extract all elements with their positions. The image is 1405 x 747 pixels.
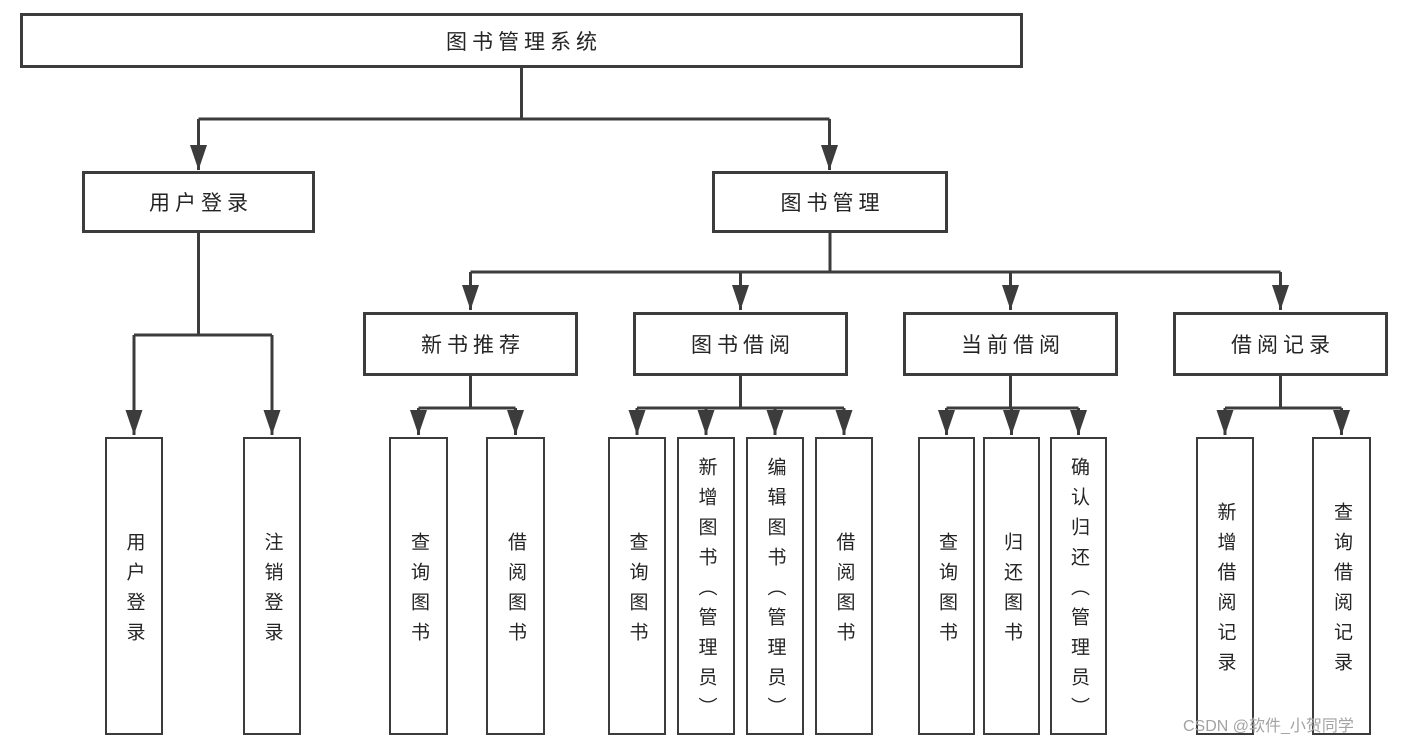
node-label: 查询借阅记录 (1331, 501, 1352, 682)
node-label: 图书管理 (780, 192, 885, 215)
node-label: 查询图书 (626, 531, 648, 652)
node-current-borrowing: 当前借阅 (903, 312, 1118, 376)
csdn-watermark: CSDN @软件_小贺同学 (1183, 718, 1354, 735)
node-user-login: 用户登录 (82, 171, 315, 233)
node-query-books-current: 查询图书 (918, 437, 975, 735)
node-logout-op: 注销登录 (243, 437, 301, 735)
node-label: 新增图书（管理员） (695, 456, 717, 727)
node-label: 用户登录 (123, 531, 145, 652)
node-borrow-books: 借阅图书 (815, 437, 873, 735)
node-label: 归还图书 (1001, 531, 1022, 652)
node-query-books-recommend: 查询图书 (389, 437, 448, 735)
connector-borrow-records (1225, 376, 1342, 410)
node-borrow-books-recommend: 借阅图书 (486, 437, 545, 735)
node-label: 当前借阅 (961, 334, 1065, 357)
node-label: 用户登录 (149, 192, 253, 215)
node-return-books: 归还图书 (983, 437, 1040, 735)
connector-book-borrow (637, 376, 844, 410)
node-label: 图书管理系统 (446, 30, 602, 54)
node-book-management: 图书管理 (712, 171, 948, 233)
connector-book-management (470, 233, 1281, 274)
node-label: 借阅记录 (1231, 334, 1335, 357)
connector-root (198, 68, 830, 121)
node-label: 借阅图书 (505, 531, 526, 652)
node-label: 注销登录 (261, 531, 283, 652)
connector-user-login (134, 233, 272, 337)
node-label: 查询图书 (408, 531, 429, 652)
node-new-book-recommendation: 新书推荐 (363, 312, 578, 376)
node-add-borrow-record: 新增借阅记录 (1196, 437, 1254, 735)
node-label: 借阅图书 (833, 531, 855, 652)
node-label: 新书推荐 (421, 334, 525, 357)
node-user-login-op: 用户登录 (105, 437, 163, 735)
connector-new-book (418, 376, 516, 410)
node-add-books-admin: 新增图书（管理员） (677, 437, 735, 735)
node-label: 图书借阅 (691, 334, 795, 357)
node-library-management-system: 图书管理系统 (20, 13, 1023, 68)
node-query-borrow-record: 查询借阅记录 (1312, 437, 1371, 735)
connector-current-borrow (946, 376, 1079, 410)
node-label: 查询图书 (936, 531, 957, 652)
node-query-books-borrow: 查询图书 (608, 437, 666, 735)
node-label: 确认归还（管理员） (1068, 456, 1089, 727)
node-confirm-return-admin: 确认归还（管理员） (1050, 437, 1107, 735)
node-book-borrowing: 图书借阅 (633, 312, 848, 376)
node-edit-books-admin: 编辑图书（管理员） (746, 437, 804, 735)
node-label: 新增借阅记录 (1214, 501, 1236, 682)
node-label: 编辑图书（管理员） (764, 456, 786, 727)
node-borrowing-records: 借阅记录 (1173, 312, 1388, 376)
